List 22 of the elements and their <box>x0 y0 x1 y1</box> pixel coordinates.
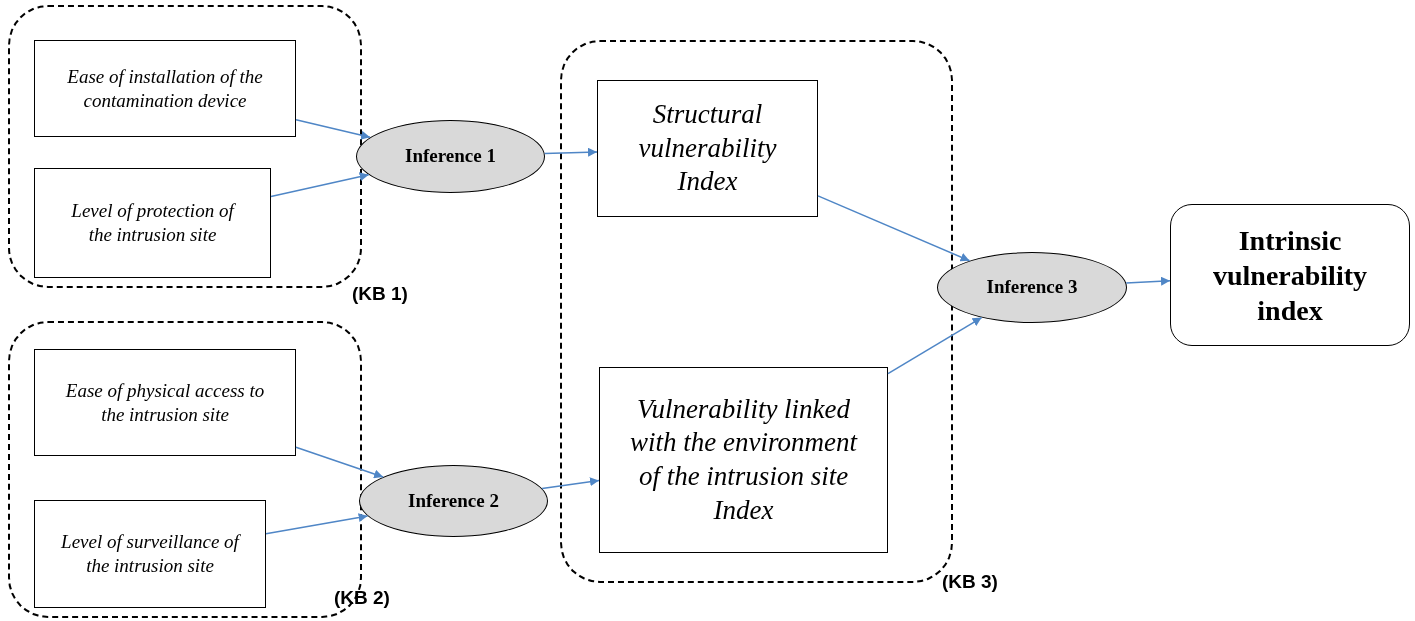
arrow <box>295 118 371 140</box>
text-box: Ease of physical access to the intrusion site <box>34 349 296 456</box>
text-box: Level of protection of the intrusion site <box>34 168 271 278</box>
inference-ellipse: Inference 3 <box>937 252 1127 323</box>
arrow <box>543 147 598 157</box>
text-box: Structural vulnerability Index <box>597 80 818 217</box>
arrow <box>541 477 600 490</box>
text-box: Ease of installation of the contamination device <box>34 40 296 137</box>
arrow <box>270 172 370 198</box>
region-label: (KB 3) <box>942 572 998 591</box>
result-box: Intrinsic vulnerability index <box>1170 204 1410 346</box>
region-label: (KB 2) <box>334 588 390 607</box>
arrow <box>295 446 384 479</box>
region-label: (KB 1) <box>352 284 408 303</box>
arrow <box>1125 276 1171 286</box>
arrow <box>887 316 983 375</box>
inference-ellipse: Inference 1 <box>356 120 545 193</box>
text-box: Vulnerability linked with the environment of the intrusion site Index <box>599 367 888 553</box>
arrow <box>265 513 369 535</box>
text-box: Level of surveillance of the intrusion site <box>34 500 266 608</box>
inference-ellipse: Inference 2 <box>359 465 548 537</box>
arrow <box>817 195 971 262</box>
